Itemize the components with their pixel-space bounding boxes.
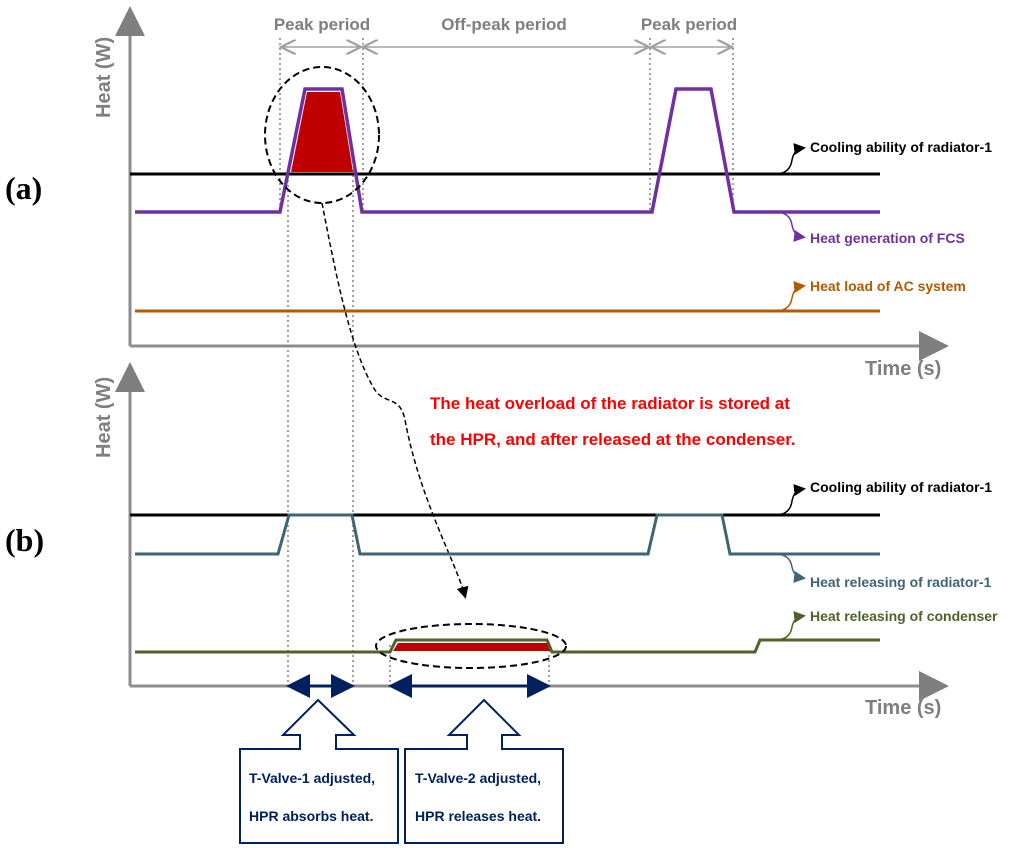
period-guides xyxy=(279,38,734,686)
legend-cooling-a: Cooling ability of radiator-1 xyxy=(810,139,992,155)
callout-absorb-line-2: HPR absorbs heat. xyxy=(249,808,373,824)
legend-arrow xyxy=(774,484,806,516)
callout-release-line-1: T-Valve-2 adjusted, xyxy=(415,770,541,786)
overload-ellipse-a xyxy=(264,66,380,204)
overload-area-a xyxy=(291,92,353,172)
legend-cooling-b: Cooling ability of radiator-1 xyxy=(810,479,992,495)
callout-absorb-line-1: T-Valve-1 adjusted, xyxy=(249,770,375,786)
y-axis-label-b: Heat (W) xyxy=(93,377,115,458)
y-axis-label-a: Heat (W) xyxy=(93,37,115,118)
axes-a: Heat (W) Time (s) xyxy=(93,6,949,380)
callout-absorb: T-Valve-1 adjusted, HPR absorbs heat. xyxy=(239,698,399,844)
transfer-arrow xyxy=(321,202,469,599)
legend-fcs: Heat generation of FCS xyxy=(810,230,965,246)
legend-arrow xyxy=(774,211,806,242)
legend-arrow xyxy=(774,553,806,583)
off-peak-period-label: Off-peak period xyxy=(441,15,567,34)
peak-period-label-2: Peak period xyxy=(641,15,737,34)
legend-arrow xyxy=(774,143,806,175)
condenser-release-line xyxy=(135,638,880,654)
panel-a-label: (a) xyxy=(5,170,42,206)
note-line-2: the HPR, and after released at the conde… xyxy=(430,430,796,449)
legend-radiator: Heat releasing of radiator-1 xyxy=(810,574,991,590)
x-axis-label-a: Time (s) xyxy=(865,358,941,380)
callout-release-line-2: HPR releases heat. xyxy=(415,808,541,824)
radiator-release-line xyxy=(135,513,880,556)
legend-arrow xyxy=(774,611,806,641)
note-line-1: The heat overload of the radiator is sto… xyxy=(430,394,790,413)
axes-b: Heat (W) Time (s) xyxy=(93,362,949,719)
fcs-heat-line xyxy=(135,87,880,214)
legend-ac: Heat load of AC system xyxy=(810,278,966,294)
legend-condenser: Heat releasing of condenser xyxy=(810,608,998,624)
overload-ellipse-b xyxy=(375,623,567,669)
x-axis-label-b: Time (s) xyxy=(865,697,941,719)
callout-release: T-Valve-2 adjusted, HPR releases heat. xyxy=(404,698,564,844)
peak-period-label-1: Peak period xyxy=(274,15,370,34)
overload-area-b xyxy=(393,643,550,651)
panel-b-label: (b) xyxy=(5,522,44,558)
legend-arrow xyxy=(774,281,806,312)
